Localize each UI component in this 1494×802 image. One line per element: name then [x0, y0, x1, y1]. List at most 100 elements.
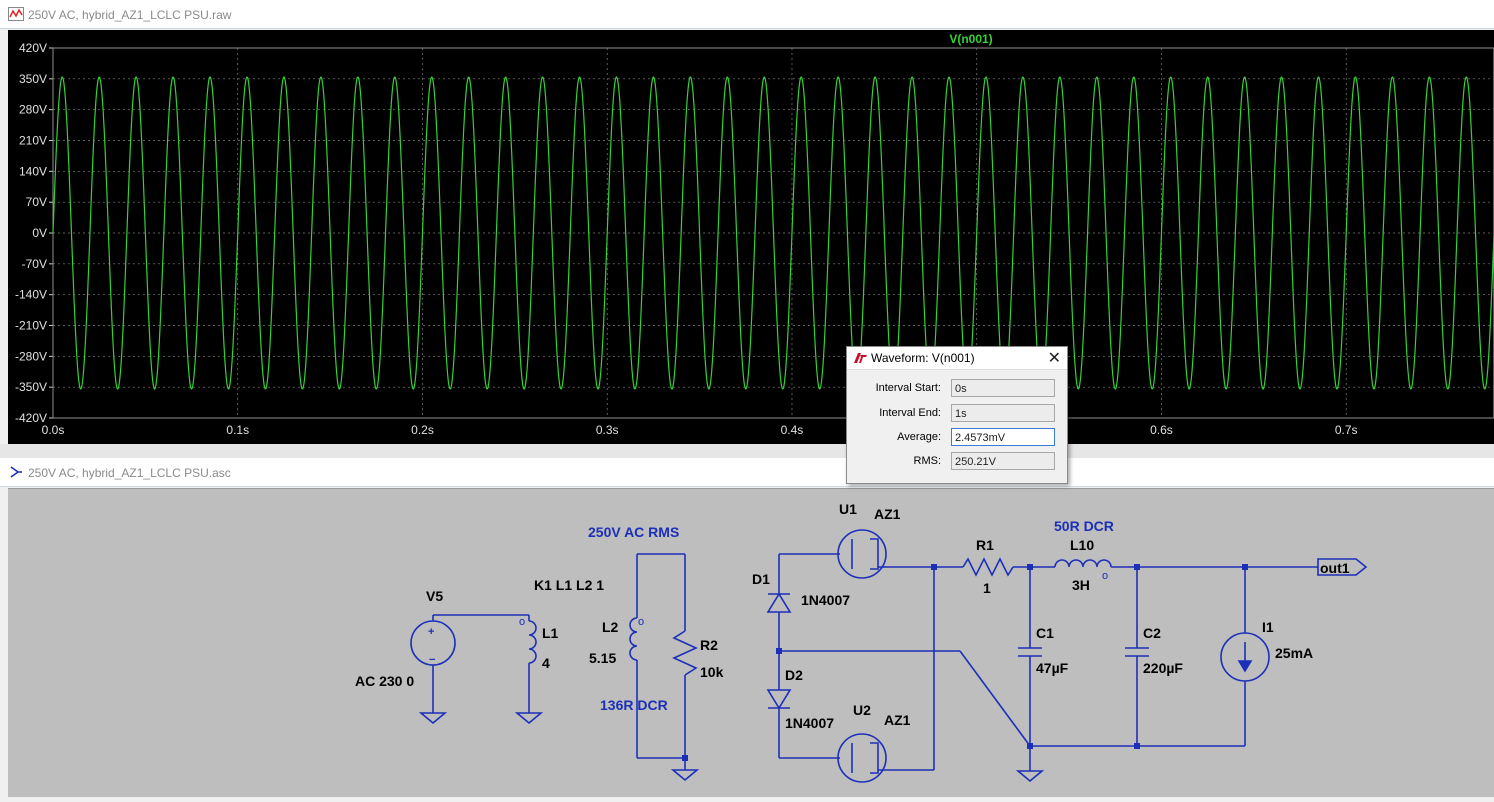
y-tick-label: 70V: [26, 195, 47, 209]
label-r2: R2: [700, 637, 718, 653]
dialog-title: Waveform: V(n001): [871, 351, 975, 365]
rms-field[interactable]: 250.21V: [951, 452, 1055, 470]
x-tick-label: 0.1s: [226, 423, 249, 437]
close-icon[interactable]: ✕: [1047, 350, 1061, 367]
plus-sign: +: [428, 626, 434, 638]
label-r1-value: 1: [983, 580, 991, 596]
x-tick-label: 0.6s: [1150, 423, 1173, 437]
waveform-plot[interactable]: 420V 350V 280V 210V 140V 70V 0V -70V -140V -210V -…: [8, 30, 1494, 444]
schematic-canvas[interactable]: + − o o o V5 AC 230 0 K1 L1 L2 1 L1 4 L2…: [8, 488, 1494, 797]
y-tick-label: 0V: [32, 226, 47, 240]
y-tick-label: -140V: [15, 288, 47, 302]
dot-mark: o: [519, 616, 525, 628]
label-l1-value: 4: [542, 655, 550, 671]
label-k1: K1 L1 L2 1: [534, 577, 604, 593]
l1-inductor: [528, 620, 537, 664]
label-i1-value: 25mA: [1275, 645, 1313, 661]
r1-resistor: [962, 557, 1014, 577]
note-rms: 250V AC RMS: [588, 524, 679, 540]
label-r2-value: 10k: [700, 664, 724, 680]
label-c2: C2: [1143, 625, 1161, 641]
label-c1: C1: [1036, 625, 1054, 641]
row-interval-start: Interval Start: 0s: [847, 379, 1067, 399]
minus-sign: −: [429, 654, 435, 666]
ground-icon: [514, 712, 544, 725]
label-d1: D1: [752, 571, 770, 587]
row-rms: RMS: 250.21V: [847, 452, 1067, 472]
waveform-app-icon: [8, 7, 24, 21]
r2-resistor: [672, 630, 698, 676]
waveform-measure-dialog[interactable]: Waveform: V(n001) ✕ Interval Start: 0s I…: [846, 346, 1068, 484]
label-d2-value: 1N4007: [785, 715, 834, 731]
rms-label: RMS:: [913, 455, 942, 467]
interval-end-label: Interval End:: [879, 407, 941, 419]
window-separator: [0, 444, 1494, 458]
dot-mark: o: [1102, 570, 1108, 582]
x-tick-label: 0.3s: [596, 423, 619, 437]
ground-icon: [670, 769, 700, 782]
waveform-window-title: 250V AC, hybrid_AZ1_LCLC PSU.raw: [28, 8, 232, 22]
dot-mark: o: [638, 616, 644, 628]
interval-start-label: Interval Start:: [875, 382, 941, 394]
note-l10-dcr: 50R DCR: [1054, 518, 1114, 534]
label-u2: U2: [853, 702, 871, 718]
trace-v-n001: [52, 76, 1494, 390]
x-tick-label: 0.2s: [411, 423, 434, 437]
label-l2: L2: [602, 619, 619, 635]
d2-diode: [766, 689, 792, 710]
label-l1: L1: [542, 625, 559, 641]
dialog-titlebar[interactable]: Waveform: V(n001) ✕: [847, 347, 1067, 370]
waveform-window-titlebar[interactable]: 250V AC, hybrid_AZ1_LCLC PSU.raw: [0, 0, 1494, 29]
y-tick-label: 350V: [19, 72, 47, 86]
y-tick-label: -350V: [15, 380, 47, 394]
label-l2-value: 5.15: [589, 650, 616, 666]
label-u1-value: AZ1: [874, 506, 901, 522]
average-label: Average:: [897, 431, 941, 443]
y-tick-label: -420V: [15, 411, 47, 425]
schematic-window-title: 250V AC, hybrid_AZ1_LCLC PSU.asc: [28, 466, 231, 480]
y-tick-label: -210V: [15, 319, 47, 333]
average-field[interactable]: 2.4573mV: [951, 428, 1055, 446]
label-u1: U1: [839, 501, 857, 517]
row-average: Average: 2.4573mV: [847, 428, 1067, 448]
y-tick-label: 280V: [19, 103, 47, 117]
x-tick-label: 0.7s: [1335, 423, 1358, 437]
ground-icon: [418, 712, 448, 725]
row-interval-end: Interval End: 1s: [847, 404, 1067, 424]
y-tick-label: 210V: [19, 134, 47, 148]
schematic-drawing[interactable]: + − o o o V5 AC 230 0 K1 L1 L2 1 L1 4 L2…: [8, 489, 1494, 797]
l2-inductor: [629, 617, 638, 661]
label-v5-value: AC 230 0: [355, 673, 414, 689]
y-tick-label: -280V: [15, 349, 47, 363]
trace-label[interactable]: V(n001): [949, 32, 992, 46]
label-r1: R1: [976, 537, 994, 553]
ltspice-logo-icon: [854, 353, 867, 363]
ground-icon: [1015, 770, 1045, 783]
x-tick-label: 0.4s: [781, 423, 804, 437]
schematic-window-titlebar[interactable]: 250V AC, hybrid_AZ1_LCLC PSU.asc: [0, 458, 1494, 487]
u1-tube: [837, 529, 887, 579]
interval-start-field[interactable]: 0s: [951, 379, 1055, 397]
waveform-chart[interactable]: 420V 350V 280V 210V 140V 70V 0V -70V -140V -210V -…: [8, 30, 1494, 444]
label-d1-value: 1N4007: [801, 592, 850, 608]
label-u2-value: AZ1: [884, 712, 911, 728]
label-c1-value: 47µF: [1036, 660, 1069, 676]
y-tick-label: -70V: [22, 257, 47, 271]
y-tick-label: 140V: [19, 164, 47, 178]
y-tick-label: 420V: [19, 41, 47, 55]
interval-end-field[interactable]: 1s: [951, 404, 1055, 422]
u2-tube: [837, 733, 887, 783]
label-l10-value: 3H: [1072, 577, 1090, 593]
label-v5: V5: [426, 588, 443, 604]
label-l10: L10: [1070, 537, 1094, 553]
label-d2: D2: [785, 667, 803, 683]
label-out1: out1: [1320, 560, 1350, 576]
x-tick-label: 0.0s: [42, 423, 65, 437]
l10-inductor: [1054, 559, 1112, 568]
label-c2-value: 220µF: [1143, 660, 1183, 676]
label-i1: I1: [1262, 619, 1274, 635]
note-l2-dcr: 136R DCR: [600, 697, 668, 713]
schematic-app-icon: [10, 466, 22, 478]
d1-diode: [766, 592, 792, 613]
out1-flag: [1317, 558, 1368, 576]
